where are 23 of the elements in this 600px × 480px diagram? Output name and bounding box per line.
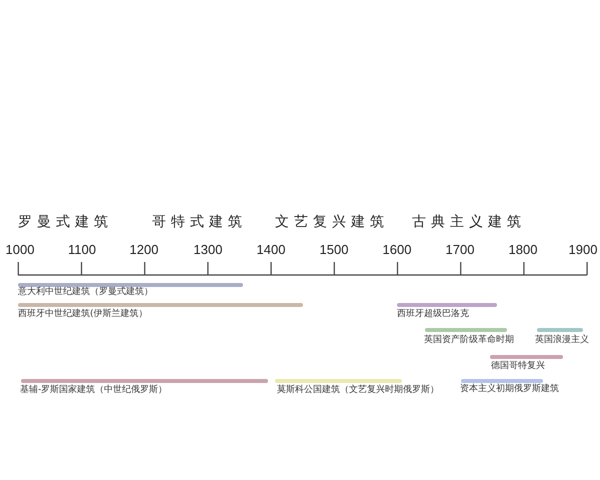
period-label: 西班牙超级巴洛克	[397, 308, 469, 320]
year-label: 1800	[508, 242, 538, 258]
year-label: 1000	[6, 242, 34, 258]
year-label: 1900	[568, 242, 598, 258]
year-label: 1500	[320, 242, 348, 258]
period-label: 英国资产阶级革命时期	[424, 334, 514, 346]
era-heading: 文艺复兴建筑	[275, 214, 389, 230]
year-label: 1100	[68, 242, 96, 258]
year-label: 1600	[382, 242, 412, 258]
period-label: 资本主义初期俄罗斯建筑	[460, 384, 559, 394]
year-label: 1300	[194, 242, 222, 258]
period-label: 莫斯科公国建筑（文艺复兴时期俄罗斯）	[277, 384, 439, 396]
period-label: 意大利中世纪建筑（罗曼式建筑）	[18, 286, 153, 298]
era-heading: 哥特式建筑	[152, 214, 247, 230]
period-label: 西班牙中世纪建筑(伊斯兰建筑）	[18, 308, 148, 320]
era-heading: 古典主义建筑	[412, 214, 526, 230]
period-label: 英国浪漫主义	[535, 334, 589, 346]
year-label: 1200	[130, 242, 158, 258]
period-label: 德国哥特复兴	[491, 360, 545, 372]
year-label: 1700	[446, 242, 474, 258]
period-label: 基辅-罗斯国家建筑（中世纪俄罗斯）	[20, 384, 168, 396]
era-heading: 罗曼式建筑	[18, 214, 113, 230]
year-label: 1400	[256, 242, 286, 258]
